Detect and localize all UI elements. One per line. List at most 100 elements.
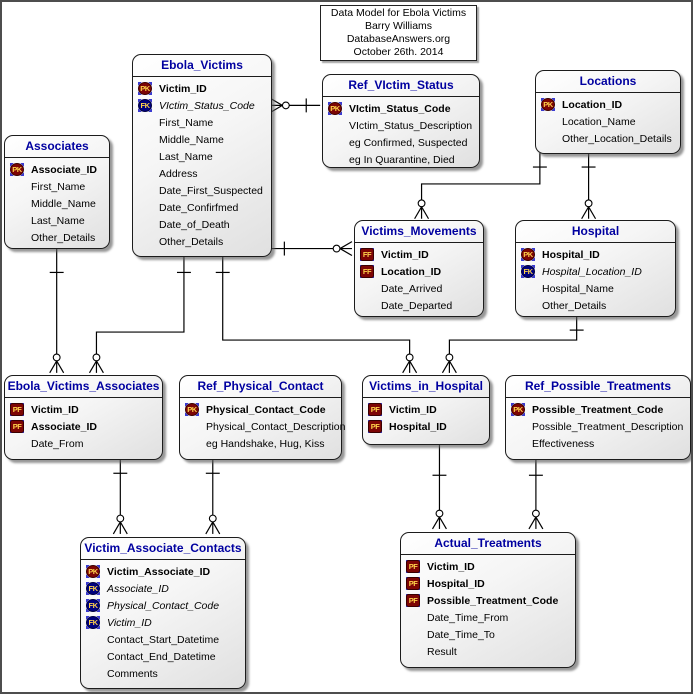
- field-row: PK Victim_Associate_ID: [81, 563, 245, 580]
- field-row: Date_From: [5, 435, 162, 452]
- diagram-date: October 26th. 2014: [353, 46, 444, 58]
- pk-badge-icon: PK: [10, 163, 24, 176]
- badge-spacer: [138, 116, 152, 129]
- field-row: Last_Name: [5, 212, 109, 229]
- field-label: Hospital_ID: [542, 248, 600, 261]
- field-row: Date_Departed: [355, 297, 483, 314]
- field-label: Other_Location_Details: [562, 132, 672, 145]
- field-label: Contact_End_Datetime: [107, 650, 216, 663]
- badge-spacer: [521, 299, 535, 312]
- field-label: Date_Time_From: [427, 611, 509, 624]
- badge-spacer: [10, 180, 24, 193]
- field-label: Associate_ID: [31, 420, 97, 433]
- pf-badge-icon: PF: [10, 403, 24, 416]
- relationship-Ebola_Victims-Victims_in_Hospital[interactable]: [215, 255, 418, 374]
- field-row: Address: [133, 165, 271, 182]
- badge-spacer: [138, 235, 152, 248]
- field-row: Middle_Name: [133, 131, 271, 148]
- fk-badge-icon: FK: [86, 599, 100, 612]
- badge-spacer: [541, 115, 555, 128]
- field-row: Comments: [81, 665, 245, 682]
- relationship-Ebola_Victims-Ebola_Victims_Associates[interactable]: [88, 255, 191, 374]
- badge-spacer: [328, 153, 342, 166]
- relationship-Ebola_Victims-Victims_Movements[interactable]: [270, 241, 353, 257]
- field-label: Associate_ID: [31, 163, 97, 176]
- relationship-Ref_Physical_Contact-Victim_Associate_Contacts[interactable]: [205, 457, 221, 535]
- field-label: Hospital_ID: [389, 420, 447, 433]
- field-label: Address: [159, 167, 198, 180]
- badge-spacer: [10, 437, 24, 450]
- field-label: Physical_Contact_Description: [206, 420, 346, 433]
- field-row: Effectiveness: [506, 435, 690, 452]
- field-label: eg In Quarantine, Died: [349, 153, 455, 166]
- field-label: Victim_ID: [427, 560, 475, 573]
- field-label: Date_Departed: [381, 299, 453, 312]
- badge-spacer: [138, 218, 152, 231]
- field-label: Date_of_Death: [159, 218, 230, 231]
- field-label: Last_Name: [31, 214, 85, 227]
- entity-title: Ref_Possible_Treatments: [506, 376, 690, 398]
- field-label: Comments: [107, 667, 158, 680]
- fk-badge-icon: FK: [86, 616, 100, 629]
- field-row: Other_Details: [516, 297, 675, 314]
- field-row: Hospital_Name: [516, 280, 675, 297]
- badge-spacer: [10, 214, 24, 227]
- relationship-Ref_VIctim_Status-Ebola_Victims[interactable]: [270, 97, 321, 113]
- relationship-Locations-Hospital[interactable]: [581, 153, 597, 220]
- diagram-source: DatabaseAnswers.org: [346, 33, 451, 45]
- relationship-Locations-Victims_Movements[interactable]: [414, 153, 547, 220]
- badge-spacer: [138, 133, 152, 146]
- badge-spacer: [328, 119, 342, 132]
- relationship-Associates-Ebola_Victims_Associates[interactable]: [49, 247, 65, 374]
- badge-spacer: [328, 136, 342, 149]
- relationship-Ref_Possible_Treatments-Actual_Treatments[interactable]: [528, 457, 544, 530]
- entity-title: Actual_Treatments: [401, 533, 575, 555]
- field-row: Date_Arrived: [355, 280, 483, 297]
- pk-badge-icon: PK: [328, 102, 342, 115]
- field-label: VIctim_Status_Description: [349, 119, 473, 132]
- entity-title: Ebola_Victims_Associates: [5, 376, 162, 398]
- diagram-title-box: Data Model for Ebola Victims Barry Willi…: [320, 5, 477, 61]
- pf-badge-icon: PF: [368, 403, 382, 416]
- badge-spacer: [138, 167, 152, 180]
- field-label: Victim_Associate_ID: [107, 565, 211, 578]
- relationship-Victims_in_Hospital-Actual_Treatments[interactable]: [431, 442, 447, 530]
- pk-badge-icon: PK: [86, 565, 100, 578]
- badge-spacer: [10, 197, 24, 210]
- relationship-Ebola_Victims_Associates-Victim_Associate_Contacts[interactable]: [112, 457, 128, 535]
- relationship-Hospital-Victims_in_Hospital[interactable]: [441, 315, 584, 374]
- field-row: VIctim_Status_Description: [323, 117, 479, 134]
- field-label: Associate_ID: [107, 582, 169, 595]
- field-label: Victim_ID: [31, 403, 79, 416]
- field-label: eg Handshake, Hug, Kiss: [206, 437, 325, 450]
- field-label: Possible_Treatment_Code: [532, 403, 664, 416]
- field-label: Other_Details: [159, 235, 224, 248]
- badge-spacer: [406, 645, 420, 658]
- field-row: Other_Details: [133, 233, 271, 250]
